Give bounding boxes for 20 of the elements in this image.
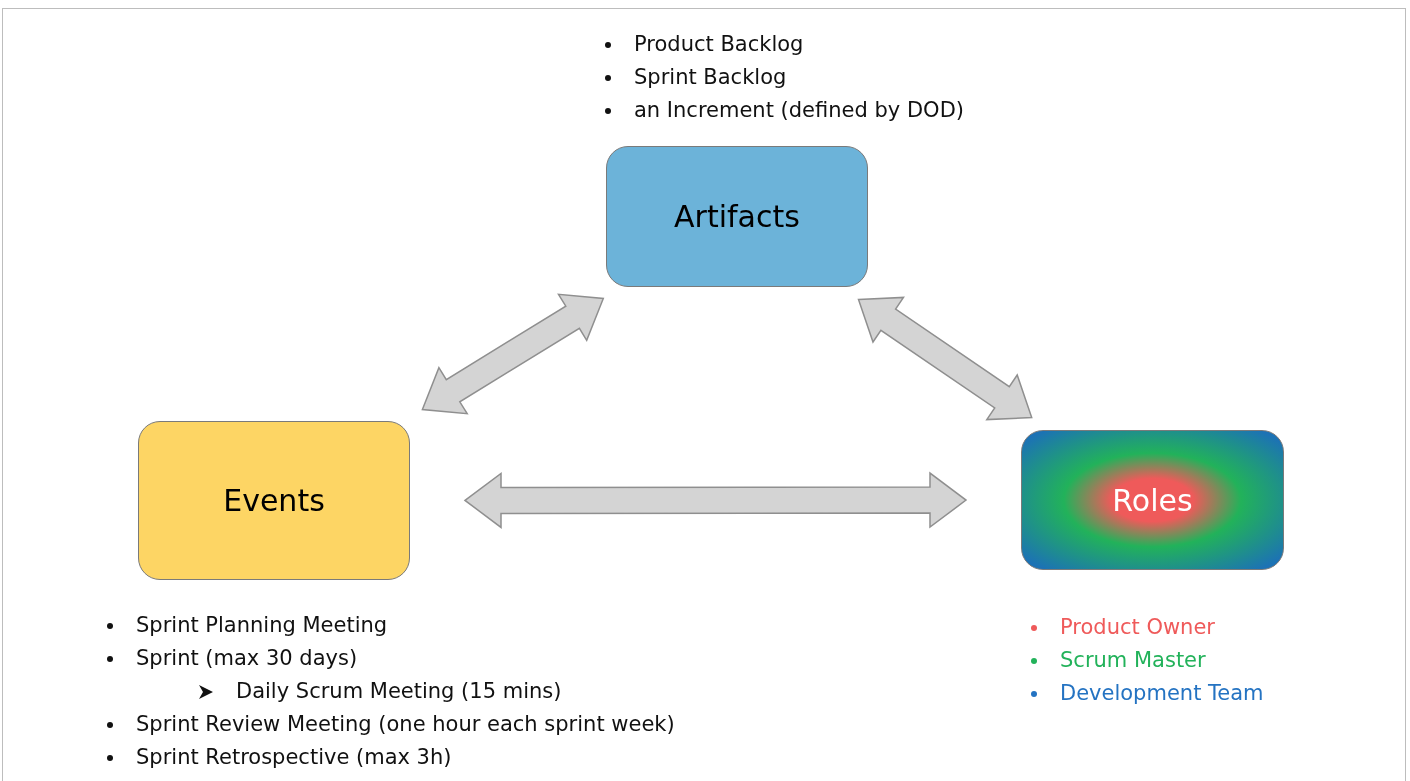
box-label: Artifacts (674, 198, 800, 236)
rounded-box (138, 421, 410, 580)
box-label: Events (223, 482, 325, 520)
bullet-text: Scrum Master (1060, 647, 1206, 674)
bullet-text: Sprint Planning Meeting (136, 612, 388, 639)
bullet-text: an Increment (defined by DOD) (634, 97, 964, 124)
bullet-text: Product Owner (1060, 614, 1215, 641)
rounded-box (1021, 430, 1284, 570)
double-block-arrow (857, 296, 1033, 421)
bullet-text: Product Backlog (634, 31, 804, 58)
bullet-text: Daily Scrum Meeting (15 mins) (236, 678, 562, 705)
bullet-text: Sprint Retrospective (max 3h) (136, 744, 452, 771)
bullet-text: Development Team (1060, 680, 1264, 707)
bullet-text: Sprint (max 30 days) (136, 645, 358, 672)
rounded-box (606, 146, 868, 287)
bullet-text: Sprint Backlog (634, 64, 787, 91)
double-block-arrow (463, 471, 968, 529)
double-block-arrow (421, 293, 605, 415)
box-label: Roles (1112, 481, 1193, 520)
bullet-text: Sprint Review Meeting (one hour each sprint week) (136, 711, 675, 738)
